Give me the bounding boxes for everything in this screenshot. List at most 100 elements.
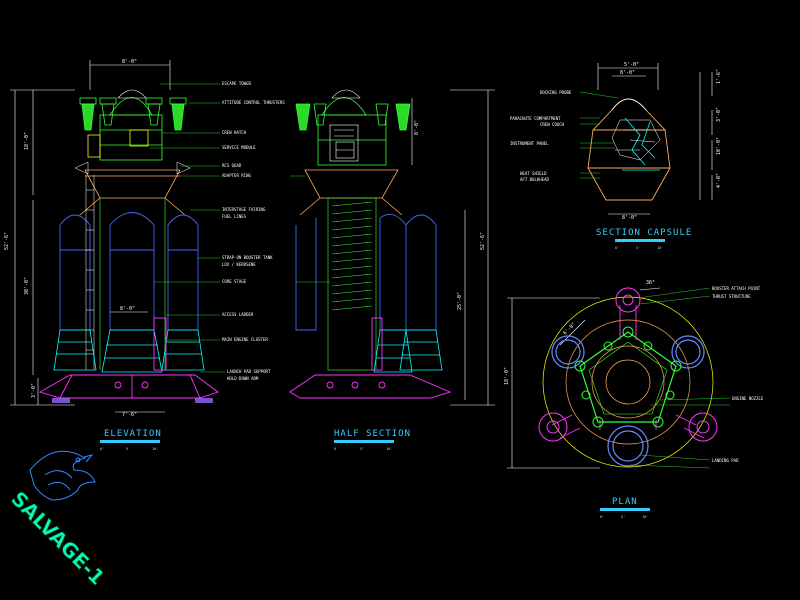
dim-skirt-width: 7'-6" xyxy=(122,412,137,418)
hs-nose-dome xyxy=(331,89,361,99)
note-engine-cluster: MAIN ENGINE CLUSTER xyxy=(222,337,268,342)
capsule-dome xyxy=(611,98,647,111)
hs-adapter xyxy=(299,169,403,216)
note-escape-tower: ESCAPE TOWER xyxy=(222,81,251,86)
hs-boosters xyxy=(295,213,437,331)
half-section-view: 52'-6" 25'-0" 8'-0" xyxy=(289,89,495,451)
elevation-hatch xyxy=(87,134,101,158)
plan-dim-diameter: 18'-0" xyxy=(504,367,510,385)
capsule-interior xyxy=(611,119,661,161)
hs-dim-core: 25'-0" xyxy=(457,292,463,310)
note-rcs-quad: RCS QUAD xyxy=(222,163,242,168)
note-crew-hatch: CREW HATCH xyxy=(222,130,247,135)
plan-attach-points xyxy=(574,326,682,428)
elevation-scale-5: 5' xyxy=(126,447,130,451)
hs-leaders xyxy=(290,175,330,283)
note-thrust-structure: THRUST STRUCTURE xyxy=(712,294,751,299)
note-adapter-ring: ADAPTER RING xyxy=(222,173,251,178)
note-interstage: INTERSTAGE FAIRING xyxy=(222,207,266,212)
note-hold-down: HOLD-DOWN ARM xyxy=(227,376,259,381)
hs-hold-down xyxy=(371,317,383,371)
elevation-pad-feet xyxy=(52,398,213,403)
note-crew-couch: CREW COUCH xyxy=(540,122,565,127)
dim-foot-height: 3'-0" xyxy=(31,383,37,398)
plan-scale-10: 10' xyxy=(642,515,648,519)
plan-engine-nozzles xyxy=(551,335,705,467)
elevation-hold-down xyxy=(153,317,167,371)
capsule-scale-5: 5' xyxy=(636,246,640,250)
note-pad-support: LAUNCH PAD SUPPORT xyxy=(227,369,271,374)
note-docking-probe: DOCKING PROBE xyxy=(540,90,572,95)
hs-scale-10: 10' xyxy=(386,447,392,451)
elevation-ladder xyxy=(85,175,95,370)
dim-upper-height: 18'-0" xyxy=(24,132,30,150)
cap-dim-mid: 8'-0" xyxy=(620,70,635,76)
note-aft-bulkhead: AFT BULKHEAD xyxy=(520,177,549,182)
plan-dim-angle: 36° xyxy=(646,280,655,286)
title-half-section: HALF SECTION xyxy=(334,429,411,439)
elevation-view: 52'-6" 18'-0" 30'-0" 3'-0" 8'-0" 8'-0" 7… xyxy=(4,59,285,451)
capsule-leaders xyxy=(579,91,619,179)
dim-mid-width: 8'-0" xyxy=(120,306,135,312)
note-fuel-lines: FUEL LINES xyxy=(222,214,247,219)
hs-scale-5: 5' xyxy=(360,447,364,451)
elevation-thruster-fill xyxy=(82,104,184,130)
hs-engines xyxy=(373,329,443,373)
dim-total-height: 52'-6" xyxy=(4,232,10,250)
hs-dim-capsule: 8'-0" xyxy=(414,120,420,135)
title-elevation: ELEVATION xyxy=(104,429,162,439)
note-instrument-panel: INSTRUMENT PANEL xyxy=(510,141,549,146)
half-section-dimensions xyxy=(411,89,495,406)
elevation-leaders xyxy=(150,83,225,373)
note-booster-tank: STRAP-ON BOOSTER TANK xyxy=(222,255,273,260)
elevation-scale-bar xyxy=(100,440,160,443)
hs-pad xyxy=(289,374,452,399)
plan-core-outer xyxy=(591,345,665,419)
note-heat-shield: HEAT SHIELD xyxy=(520,171,547,176)
hs-scale-bar xyxy=(334,440,394,443)
plan-outer-ring xyxy=(542,296,714,468)
eagle-emblem xyxy=(29,450,96,501)
elevation-dimensions xyxy=(10,60,171,413)
elevation-boosters xyxy=(59,212,199,331)
plan-scale-5: 5' xyxy=(621,515,625,519)
note-parachute: PARACHUTE COMPARTMENT xyxy=(510,116,561,121)
dim-booster-height: 30'-0" xyxy=(24,277,30,295)
capsule-dimensions xyxy=(597,63,713,215)
note-service-module: SERVICE MODULE xyxy=(222,145,256,150)
plan-scale-bar xyxy=(600,508,650,511)
hs-dim-total: 52'-6" xyxy=(480,232,486,250)
note-engine-nozzle: ENGINE NOZZLE xyxy=(732,396,764,401)
cap-dim-h2: 3'-0" xyxy=(716,107,722,122)
elevation-rcs xyxy=(74,161,191,175)
note-ladder: ACCESS LADDER xyxy=(222,312,254,317)
capsule-crew-couch xyxy=(622,117,660,171)
plan-thrust-structure xyxy=(579,331,677,423)
elevation-window xyxy=(129,129,149,147)
elevation-nose-dome xyxy=(117,89,147,99)
elevation-core xyxy=(99,198,166,370)
cap-dim-bottom: 8'-0" xyxy=(622,215,637,221)
plan-scale-0: 0' xyxy=(600,515,604,519)
hs-thruster-fill xyxy=(296,104,410,130)
plan-core-inner xyxy=(605,359,651,405)
title-plan: PLAN xyxy=(612,497,638,507)
hs-capsule-interior xyxy=(329,124,359,162)
elevation-scale-0: 0' xyxy=(100,447,104,451)
dim-top-width: 8'-0" xyxy=(122,59,137,65)
section-capsule-view: 5'-0" 8'-0" 8'-0" 1'-6" 3'-0" 10'-0" 4'-… xyxy=(510,62,722,250)
elevation-scale-10: 10' xyxy=(152,447,158,451)
plan-thrust-inner xyxy=(588,341,668,415)
note-landing-pad: LANDING PAD xyxy=(712,458,739,463)
hs-feed-coil xyxy=(327,197,377,371)
cap-dim-h1: 1'-6" xyxy=(716,69,722,84)
elevation-engines xyxy=(53,329,205,373)
cap-dim-h3: 10'-0" xyxy=(716,137,722,155)
note-attach-point: BOOSTER ATTACH POINT xyxy=(712,286,761,291)
plan-adapter-ring xyxy=(565,319,691,445)
plan-view: 18'-0" 6'-0" 36° xyxy=(504,280,764,519)
capsule-scale-10: 10' xyxy=(657,246,663,250)
plan-leaders xyxy=(629,287,731,469)
